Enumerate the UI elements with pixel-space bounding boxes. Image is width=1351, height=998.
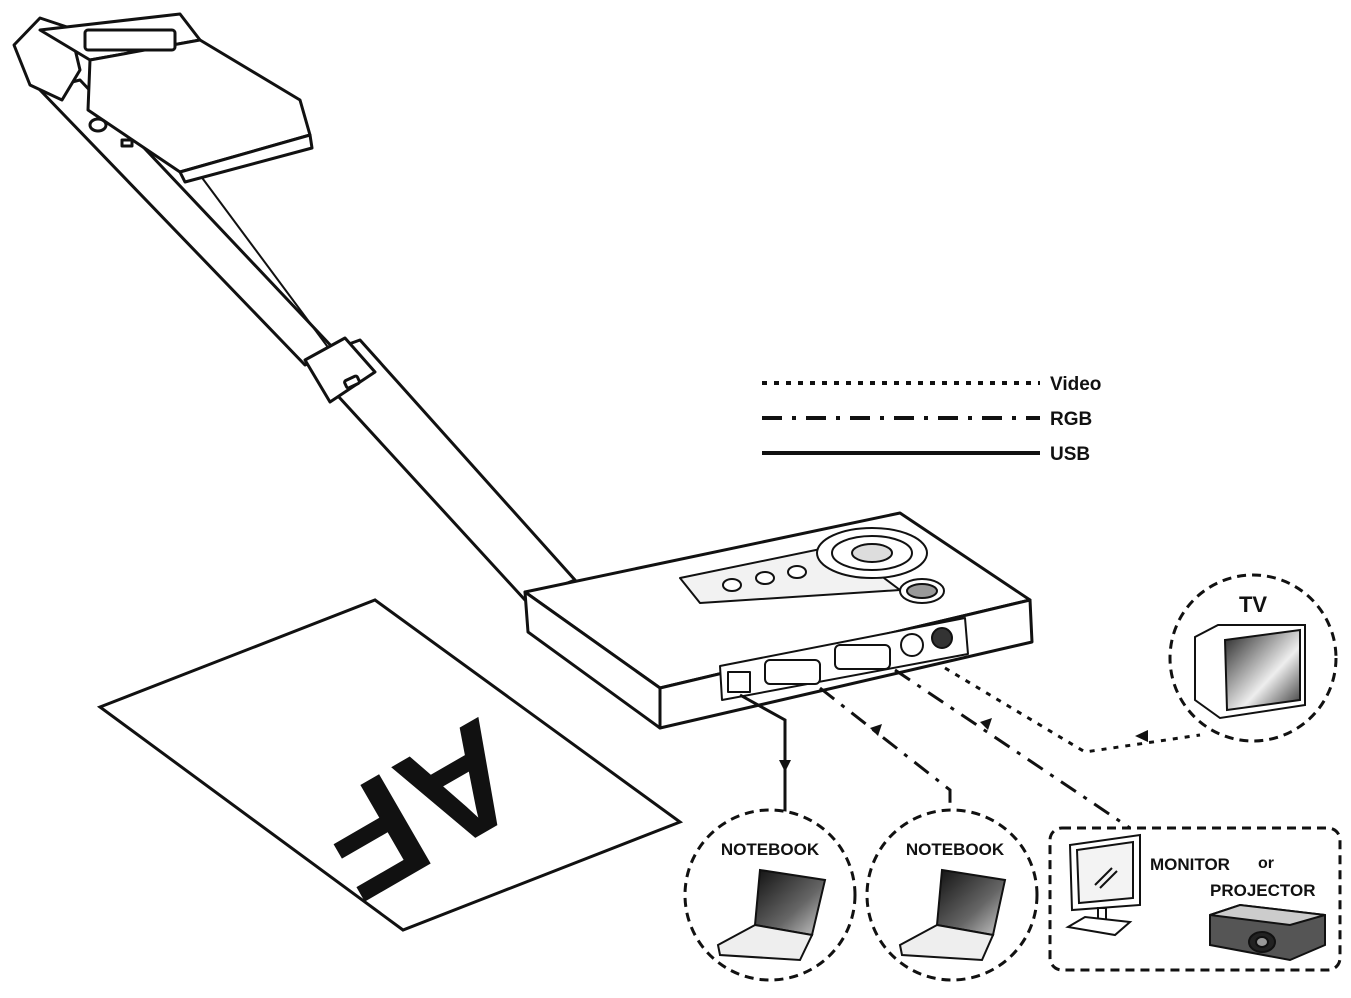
video-cable	[944, 666, 1201, 754]
notebook-rgb-device: NOTEBOOK	[865, 808, 1039, 982]
legend-rgb-label: RGB	[1050, 409, 1092, 430]
notebook-usb-label: NOTEBOOK	[721, 840, 820, 859]
tv-device: TV	[1168, 573, 1338, 743]
document-paper: AF	[96, 598, 684, 933]
monitor-icon	[1065, 833, 1141, 937]
projector-label: PROJECTOR	[1210, 881, 1316, 900]
monitor-label: MONITOR	[1150, 855, 1230, 874]
camera-arm	[38, 78, 577, 602]
tv-label: TV	[1239, 592, 1267, 617]
camera-head	[12, 12, 314, 184]
monitor-projector-device: MONITOR or PROJECTOR	[1048, 826, 1342, 972]
laptop-icon	[898, 868, 1007, 962]
legend-usb-label: USB	[1050, 444, 1090, 465]
notebook-usb-device: NOTEBOOK	[683, 808, 857, 982]
legend-video-label: Video	[1050, 374, 1101, 395]
notebook-rgb-label: NOTEBOOK	[906, 840, 1005, 859]
legend: Video RGB USB	[762, 374, 1101, 465]
rgb-cable-notebook	[819, 686, 952, 812]
laptop-icon	[716, 868, 827, 962]
rgb-cable-monitor	[894, 668, 1131, 830]
cables	[739, 666, 1201, 830]
projector-icon	[1209, 903, 1326, 962]
camera-base	[523, 511, 1034, 730]
usb-cable	[739, 693, 787, 815]
or-label: or	[1258, 855, 1274, 872]
